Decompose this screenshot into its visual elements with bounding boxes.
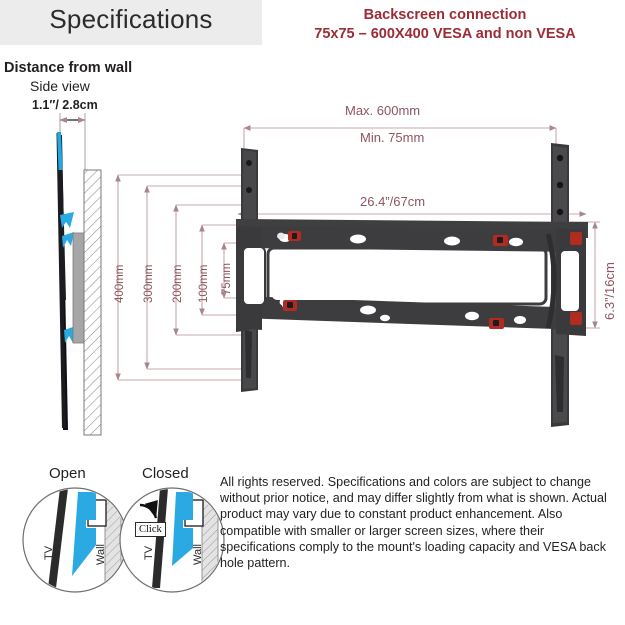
- svg-text:TV: TV: [143, 545, 155, 560]
- dimension-label-height-inch: 6.3”/16cm: [602, 262, 617, 320]
- distance-from-wall-title: Distance from wall: [4, 60, 133, 76]
- dimension-label-100mm: 100mm: [198, 264, 210, 303]
- dimension-label-min-75mm: Min. 75mm: [360, 130, 425, 145]
- backscreen-connection-heading: Backscreen connection 75x75 – 600X400 VE…: [266, 6, 624, 44]
- dimension-label-200mm: 200mm: [172, 264, 184, 303]
- dimension-label-75mm: 75mm: [221, 263, 233, 295]
- dimension-label-max-600mm: Max. 600mm: [345, 103, 421, 118]
- svg-text:Closed: Closed: [142, 465, 189, 482]
- detail-open: Open TV Wall: [22, 465, 128, 593]
- tv-mount-bracket: [236, 143, 588, 427]
- side-view-wall: [83, 169, 102, 436]
- dimension-label-width-inch: 26.4”/67cm: [360, 194, 426, 209]
- svg-text:Open: Open: [49, 465, 86, 482]
- page-title: Specifications: [49, 4, 213, 34]
- depth-dimension-label: 1.1″/ 2.8cm: [32, 98, 98, 112]
- width-dimensions: [237, 125, 587, 217]
- bracket-clips: [283, 231, 582, 329]
- depth-dimension-arrows: [59, 113, 86, 200]
- backscreen-line-1: Backscreen connection: [363, 7, 527, 23]
- side-view-subtitle: Side view: [30, 78, 90, 94]
- svg-text:Wall: Wall: [192, 544, 204, 565]
- svg-text:Wall: Wall: [95, 544, 107, 565]
- click-callout: Click: [135, 522, 166, 537]
- svg-text:TV: TV: [43, 545, 55, 560]
- specifications-band: [0, 0, 262, 45]
- vesa-vertical-dimensions: [115, 174, 254, 381]
- backscreen-line-2: 75x75 – 600X400 VESA and non VESA: [314, 26, 576, 42]
- dimension-label-300mm: 300mm: [143, 264, 155, 303]
- dimension-label-400mm: 400mm: [114, 264, 126, 303]
- detail-closed: Closed TV Wall: [119, 465, 225, 593]
- disclaimer-text: All rights reserved. Specifications and …: [220, 475, 607, 571]
